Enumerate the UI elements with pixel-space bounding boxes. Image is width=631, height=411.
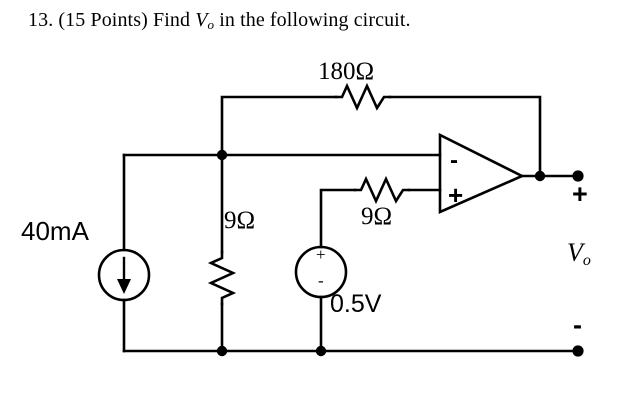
voltage-source-minus-sign: - <box>318 271 324 290</box>
op-amp-noninverting-input-sign: + <box>448 180 464 210</box>
current-source-arrow-head <box>117 279 131 294</box>
op-amp-triangle <box>438 132 526 214</box>
junction-dot-bottom-vsource <box>315 345 327 357</box>
question-title: 13. (15 Points) Find Vo in the following… <box>28 9 411 33</box>
junction-dot-output-node <box>534 170 546 182</box>
output-voltage-label: Vo <box>567 238 591 270</box>
wire-vsource-top <box>319 188 357 249</box>
question-prompt-after: in the following circuit. <box>219 9 411 31</box>
resistor-180-label: 180Ω <box>318 58 375 85</box>
voltage-source-label: 0.5V <box>330 290 382 318</box>
terminal-dot-output-negative <box>572 345 584 357</box>
resistor-9-vertical-symbol <box>207 250 237 306</box>
current-source-circle <box>97 248 151 302</box>
output-negative-sign: - <box>573 310 582 340</box>
output-positive-sign: + <box>572 179 588 209</box>
terminal-dot-output-positive <box>572 170 584 182</box>
question-variable: V <box>195 9 208 31</box>
voltage-source-plus-sign: + <box>316 245 326 264</box>
output-voltage-variable: V <box>567 238 583 267</box>
question-variable-subscript: o <box>207 17 215 32</box>
resistor-9-vertical-label: 9Ω <box>224 207 256 234</box>
op-amp-inverting-input-sign: - <box>450 147 458 174</box>
junction-dot-bottom-shunt <box>216 345 228 357</box>
output-voltage-subscript: o <box>582 252 591 269</box>
question-points: (15 Points) <box>58 9 148 31</box>
question-prompt-before: Find <box>152 9 191 31</box>
resistor-180-symbol <box>334 82 392 112</box>
junction-dot-inverting-node <box>216 149 228 161</box>
question-number: 13. <box>28 9 54 31</box>
resistor-9-horizontal-label: 9Ω <box>361 203 393 230</box>
resistor-9-horizontal-symbol <box>353 175 411 205</box>
wire-feedback-left <box>220 95 338 157</box>
current-source-label: 40mA <box>21 216 89 246</box>
wire-feedback-right <box>388 95 542 178</box>
